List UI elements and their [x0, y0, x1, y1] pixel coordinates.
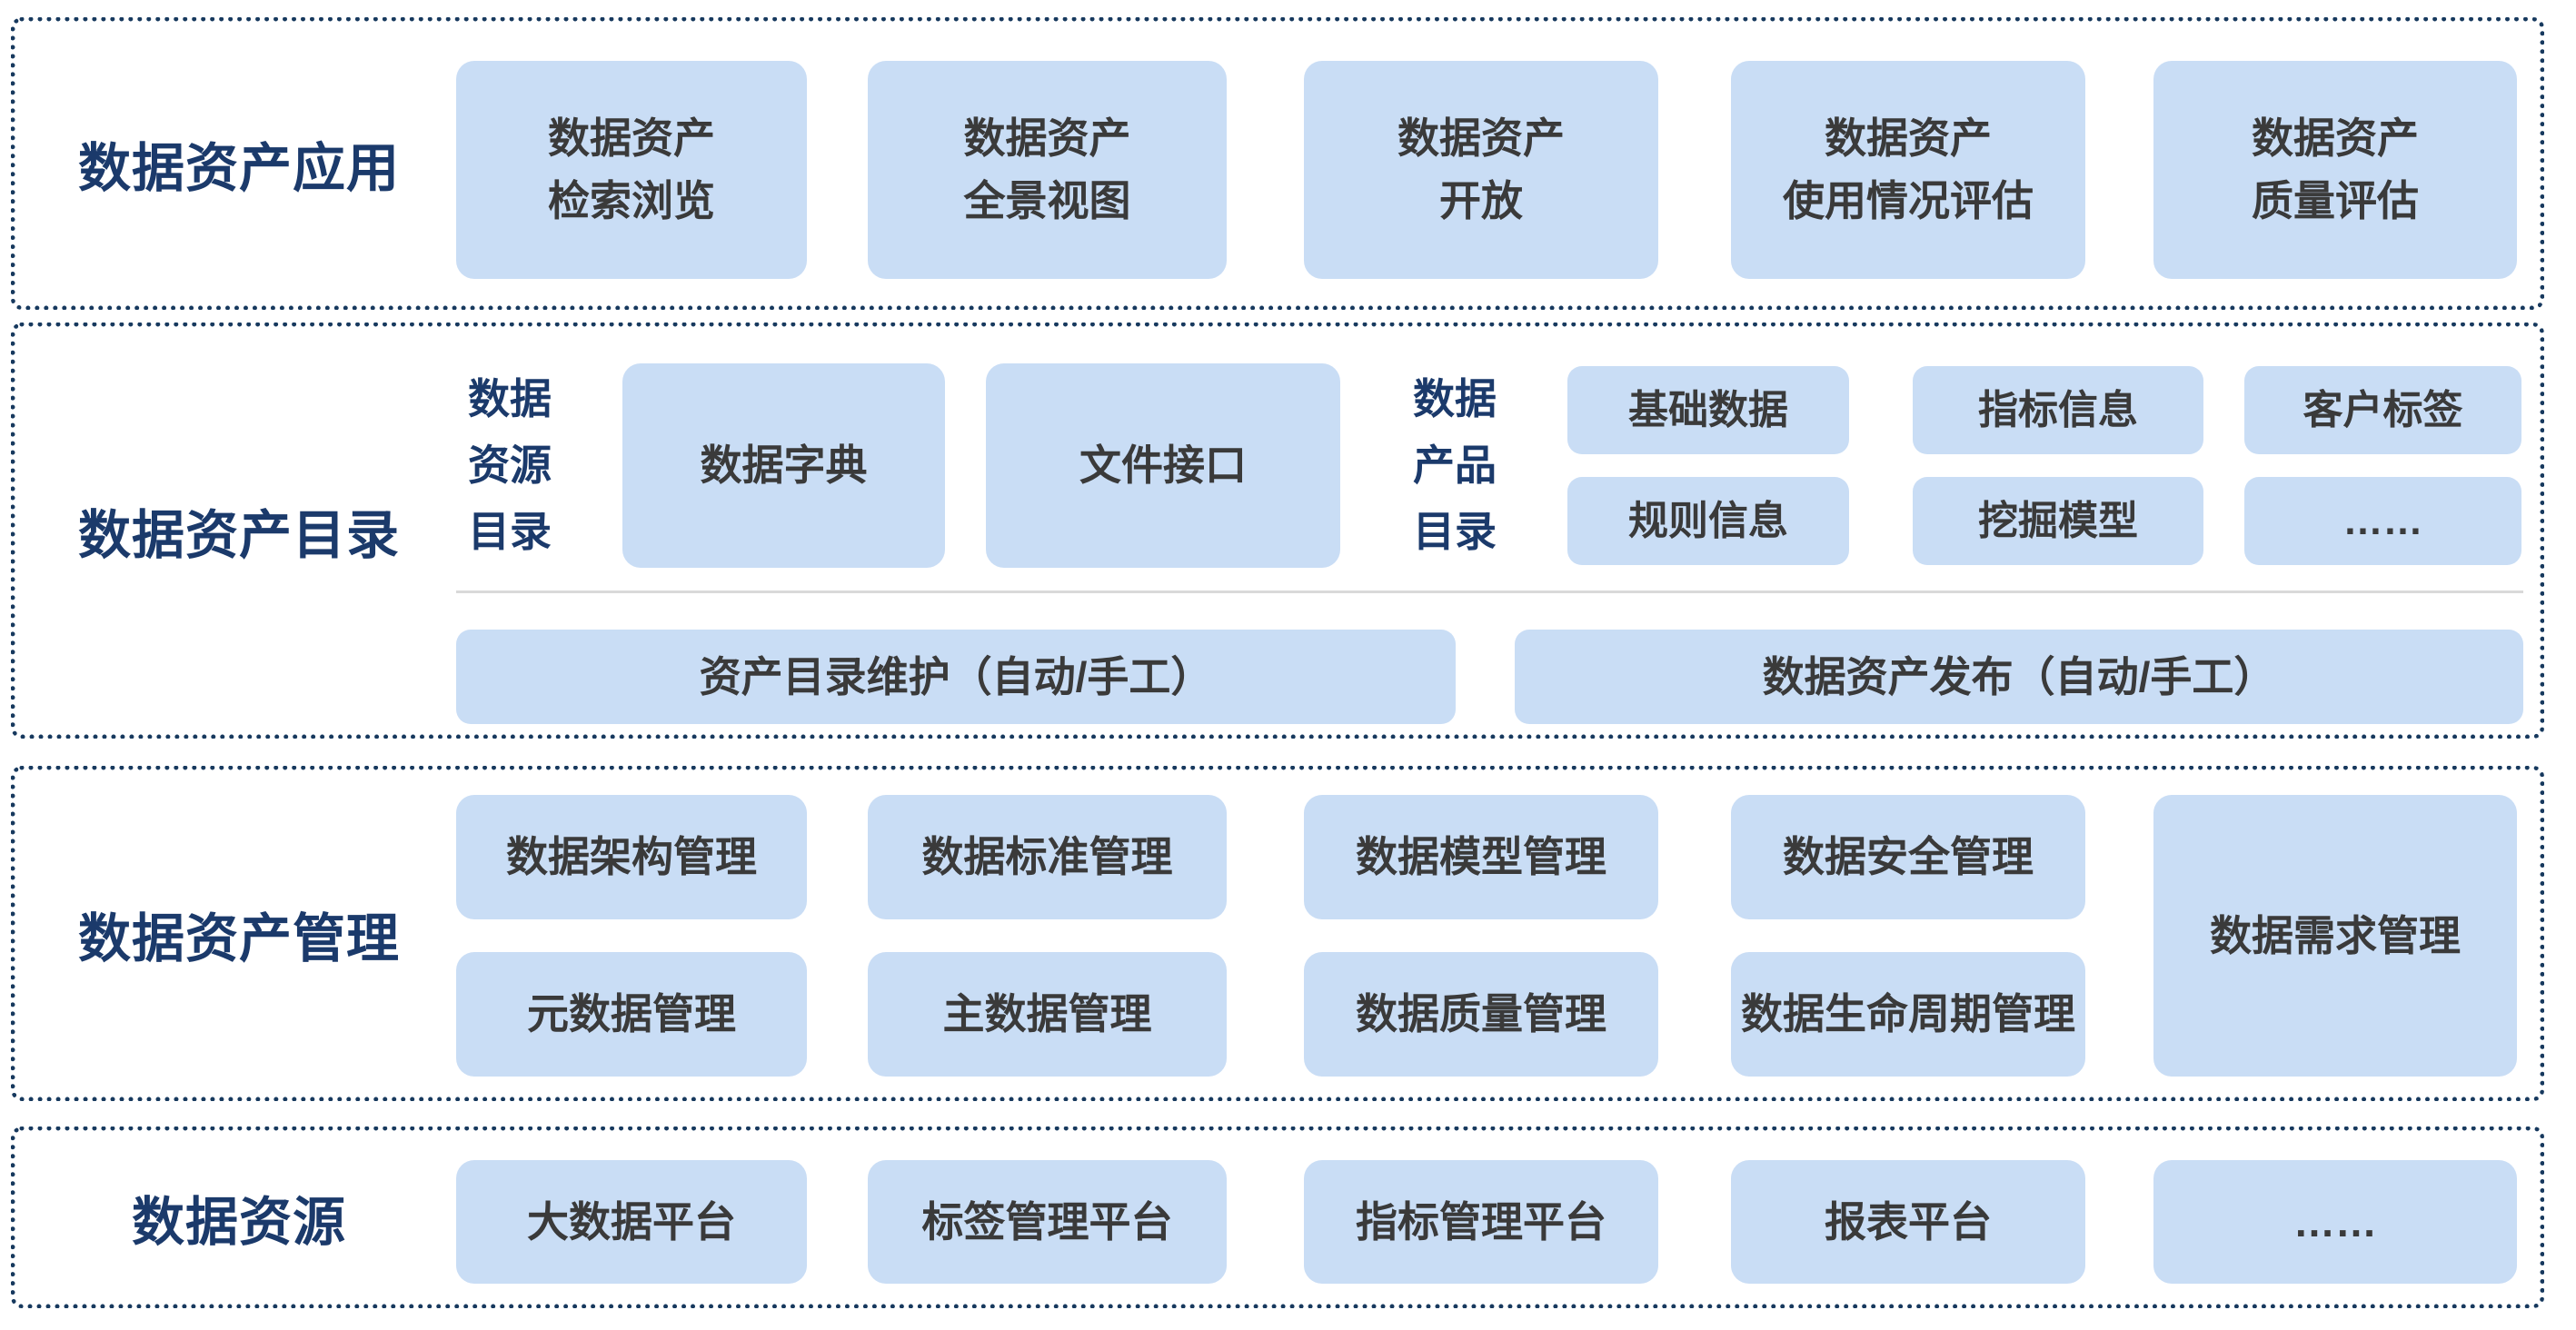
layer-management: 数据资产管理 数据架构管理 数据标准管理 数据模型管理 数据安全管理 元数据管理… — [11, 766, 2544, 1101]
box-bigdata-platform: 大数据平台 — [456, 1160, 807, 1284]
box-report-platform: 报表平台 — [1731, 1160, 2085, 1284]
box-customer-tag: 客户标签 — [2244, 366, 2521, 454]
box-product-ellipsis: …… — [2244, 477, 2521, 565]
layer-catalog: 数据资产目录 数据 资源 目录 数据字典 文件接口 数据 产品 目录 基础数据 … — [11, 323, 2544, 739]
label-data-product-catalog: 数据 产品 目录 — [1413, 375, 1497, 555]
box-asset-panorama-view: 数据资产 全景视图 — [868, 61, 1227, 279]
layer-title: 数据资产目录 — [77, 506, 400, 565]
box-asset-open: 数据资产 开放 — [1304, 61, 1658, 279]
box-data-lifecycle-mgmt: 数据生命周期管理 — [1731, 952, 2085, 1077]
box-mining-model: 挖掘模型 — [1913, 477, 2203, 565]
layer-title: 数据资产管理 — [77, 908, 400, 968]
layer-catalog-title-zone: 数据资产目录 — [15, 327, 462, 734]
box-data-requirement-mgmt: 数据需求管理 — [2153, 795, 2517, 1077]
box-basic-data: 基础数据 — [1567, 366, 1849, 454]
box-data-security-mgmt: 数据安全管理 — [1731, 795, 2085, 919]
box-data-quality-mgmt: 数据质量管理 — [1304, 952, 1658, 1077]
label-data-resource-catalog: 数据 资源 目录 — [468, 375, 552, 555]
box-tag-mgmt-platform: 标签管理平台 — [868, 1160, 1227, 1284]
box-data-standard-mgmt: 数据标准管理 — [868, 795, 1227, 919]
layer-resources: 数据资源 大数据平台 标签管理平台 指标管理平台 报表平台 …… — [11, 1127, 2544, 1308]
box-rule-info: 规则信息 — [1567, 477, 1849, 565]
box-asset-quality-evaluation: 数据资产 质量评估 — [2153, 61, 2517, 279]
layer-resources-title-zone: 数据资源 — [15, 1131, 462, 1304]
box-metadata-mgmt: 元数据管理 — [456, 952, 807, 1077]
box-master-data-mgmt: 主数据管理 — [868, 952, 1227, 1077]
box-resource-ellipsis: …… — [2153, 1160, 2517, 1284]
box-asset-publish: 数据资产发布（自动/手工） — [1515, 630, 2523, 724]
layer-title: 数据资产应用 — [77, 139, 400, 198]
box-asset-search-browse: 数据资产 检索浏览 — [456, 61, 807, 279]
catalog-separator-line — [456, 591, 2523, 593]
layer-title: 数据资源 — [131, 1193, 346, 1252]
layer-management-title-zone: 数据资产管理 — [15, 770, 462, 1097]
box-indicator-info: 指标信息 — [1913, 366, 2203, 454]
box-data-architecture-mgmt: 数据架构管理 — [456, 795, 807, 919]
box-data-model-mgmt: 数据模型管理 — [1304, 795, 1658, 919]
box-catalog-maintenance: 资产目录维护（自动/手工） — [456, 630, 1456, 724]
box-asset-usage-evaluation: 数据资产 使用情况评估 — [1731, 61, 2085, 279]
box-data-dictionary: 数据字典 — [622, 363, 945, 568]
layer-application-title-zone: 数据资产应用 — [15, 22, 462, 305]
box-indicator-mgmt-platform: 指标管理平台 — [1304, 1160, 1658, 1284]
layer-application: 数据资产应用 数据资产 检索浏览 数据资产 全景视图 数据资产 开放 数据资产 … — [11, 17, 2544, 310]
box-file-interface: 文件接口 — [986, 363, 1340, 568]
